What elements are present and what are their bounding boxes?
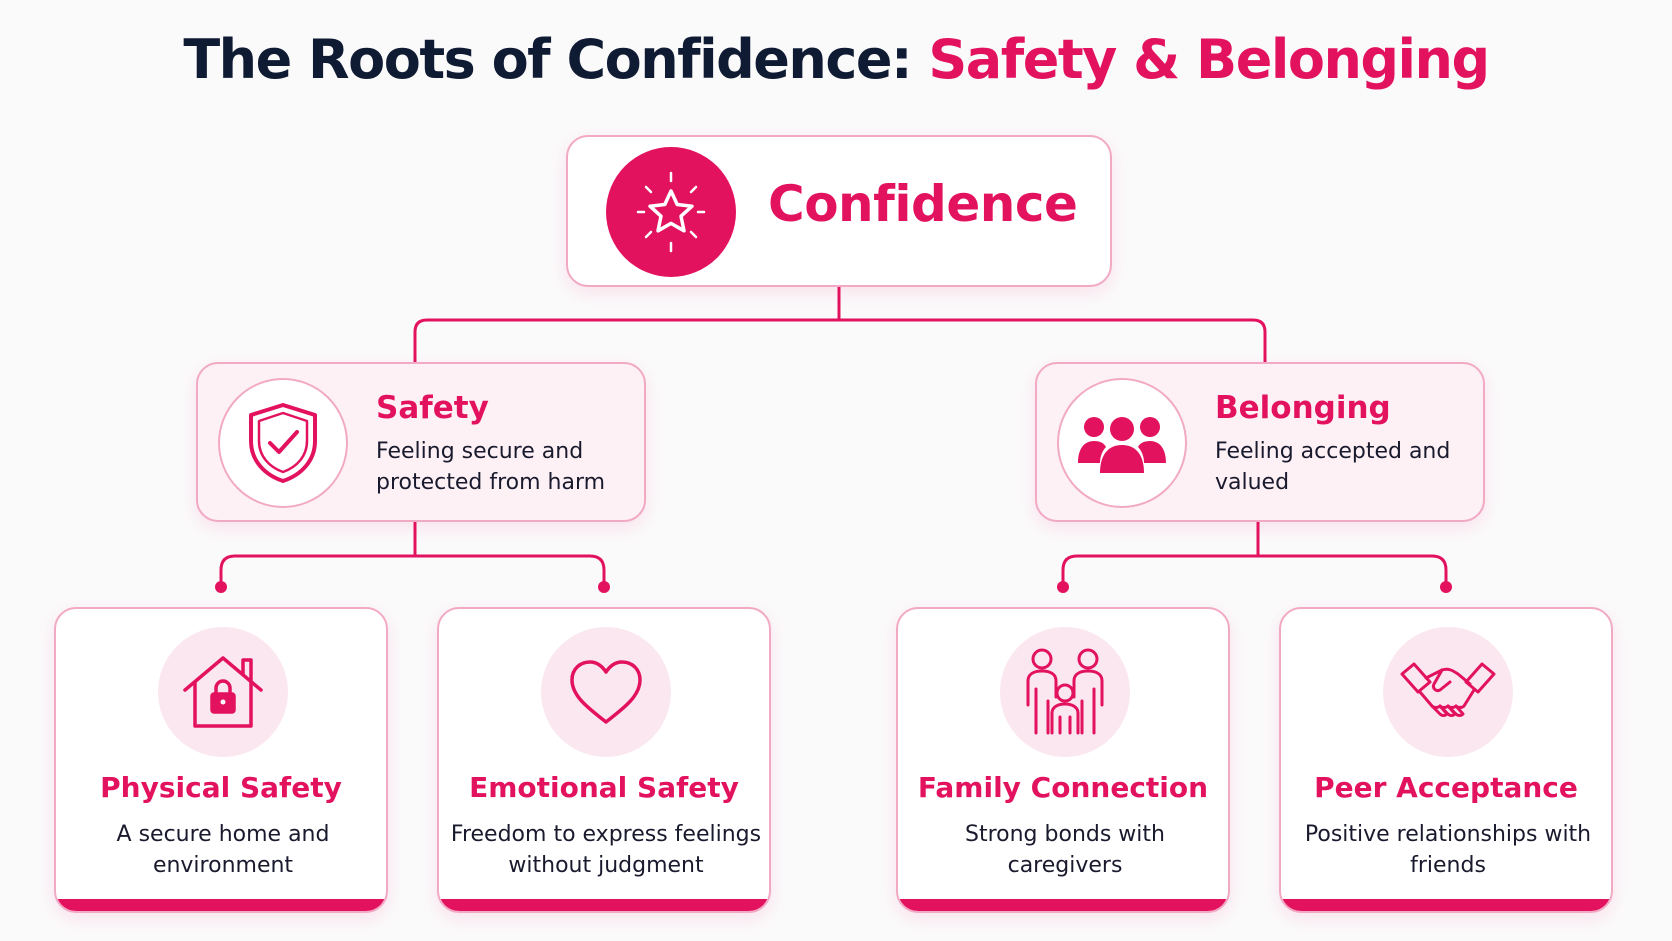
star-icon: [606, 147, 736, 277]
root-card-physical-safety: Physical Safety A secure home and enviro…: [54, 607, 388, 913]
pillar-safety: Safety Feeling secure and protected from…: [196, 362, 646, 522]
page-title: The Roots of Confidence: Safety & Belong…: [0, 28, 1672, 91]
root-card-family-connection: Family Connection Strong bonds with care…: [896, 607, 1230, 913]
root-card-description: Freedom to express feelings without judg…: [450, 822, 762, 878]
connector-dot: [598, 581, 610, 593]
heart-icon: [541, 627, 671, 757]
connector-safety-children: [219, 522, 606, 582]
root-card-description: Strong bonds with caregivers: [965, 822, 1165, 878]
pillar-title: Safety: [376, 390, 489, 426]
root-card-title: Emotional Safety: [469, 771, 739, 804]
root-card-description: A secure home and environment: [116, 822, 330, 878]
pillar-description: Feeling accepted and valued: [1215, 439, 1451, 495]
root-node-confidence: Confidence: [566, 135, 1112, 287]
title-accent: Safety & Belonging: [928, 28, 1490, 91]
connector-belonging-children: [1061, 522, 1448, 582]
pillar-title: Belonging: [1215, 390, 1391, 426]
root-card-peer-acceptance: Peer Acceptance Positive relationships w…: [1279, 607, 1613, 913]
root-card-title: Physical Safety: [100, 771, 342, 804]
root-card-description: Positive relationships with friends: [1304, 822, 1592, 878]
shield-check-icon: [218, 378, 348, 508]
pillar-belonging: Belonging Feeling accepted and valued: [1035, 362, 1485, 522]
root-card-title: Family Connection: [917, 771, 1209, 804]
connector-root-pillars: [413, 287, 1267, 362]
connector-dot: [215, 581, 227, 593]
people-group-icon: [1057, 378, 1187, 508]
family-icon: [1000, 627, 1130, 757]
title-main: The Roots of Confidence:: [183, 28, 929, 91]
root-card-title: Peer Acceptance: [1314, 771, 1578, 804]
pillar-description: Feeling secure and protected from harm: [376, 439, 606, 495]
root-label: Confidence: [768, 175, 1078, 233]
handshake-icon: [1383, 627, 1513, 757]
house-lock-icon: [158, 627, 288, 757]
connector-dot: [1057, 581, 1069, 593]
root-card-emotional-safety: Emotional Safety Freedom to express feel…: [437, 607, 771, 913]
connector-dot: [1440, 581, 1452, 593]
